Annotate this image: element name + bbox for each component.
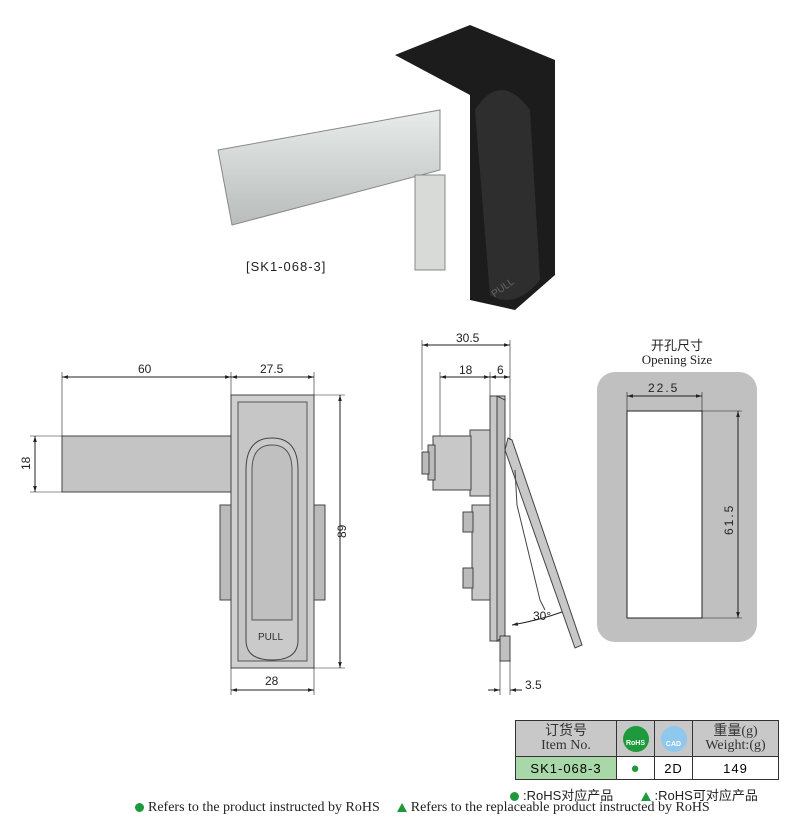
header-weight-cn: 重量(g) xyxy=(713,723,758,739)
dim-opening-height: 61.5 xyxy=(722,504,736,535)
green-triangle-icon xyxy=(396,803,407,813)
table-row: SK1-068-3 ● 2D 149 xyxy=(515,756,779,780)
front-pull-text: PULL xyxy=(258,632,283,643)
header-weight-en: Weight:(g) xyxy=(705,737,766,753)
opening-title-en: Opening Size xyxy=(642,352,713,367)
dim-plate-depth: 6 xyxy=(497,363,504,377)
dim-body-width: 27.5 xyxy=(260,362,284,376)
legend-rohs-cn: :RoHS对应产品 xyxy=(523,788,614,803)
dim-bar-height: 18 xyxy=(19,456,33,470)
green-triangle-icon xyxy=(640,792,651,802)
opening-title-cn: 开孔尺寸 xyxy=(651,338,703,353)
model-label: [SK1-068-3] xyxy=(246,259,326,274)
legend-replaceable-en: Refers to the replaceable product instru… xyxy=(410,800,710,815)
cad-icon: CAD xyxy=(660,725,687,752)
cell-weight: 149 xyxy=(692,756,779,780)
legend-en: Refers to the product instructed by RoHS… xyxy=(135,800,710,816)
header-cad: CAD xyxy=(654,720,693,757)
dim-bottom-width: 28 xyxy=(265,674,279,688)
opening-size-view xyxy=(597,372,757,642)
green-dot-icon xyxy=(510,792,519,802)
header-item-en: Item No. xyxy=(541,737,591,753)
rohs-icon: RoHS xyxy=(622,725,649,752)
dim-total-depth: 30.5 xyxy=(456,331,480,345)
front-view: PULL xyxy=(30,372,345,695)
legend-replaceable-cn: :RoHS可对应产品 xyxy=(654,788,758,803)
dim-open-angle: 30° xyxy=(533,609,551,623)
green-dot-icon xyxy=(135,803,144,813)
cell-item: SK1-068-3 xyxy=(515,756,617,780)
legend-rohs-en: Refers to the product instructed by RoHS xyxy=(148,800,380,815)
dim-body-height: 89 xyxy=(335,524,349,538)
dim-lip: 3.5 xyxy=(525,678,542,692)
header-weight: 重量(g)Weight:(g) xyxy=(692,720,779,757)
legend-cn: :RoHS对应产品 :RoHS可对应产品 xyxy=(510,785,758,804)
cell-cad: 2D xyxy=(654,756,693,780)
dim-opening-width: 22.5 xyxy=(648,381,679,395)
header-rohs: RoHS xyxy=(616,720,655,757)
dim-bar-length: 60 xyxy=(138,362,152,376)
product-photo: PULL xyxy=(217,25,555,310)
side-view xyxy=(421,340,583,695)
cell-rohs: ● xyxy=(616,756,655,780)
dim-cylinder-depth: 18 xyxy=(459,363,473,377)
header-item-cn: 订货号 xyxy=(545,723,587,739)
